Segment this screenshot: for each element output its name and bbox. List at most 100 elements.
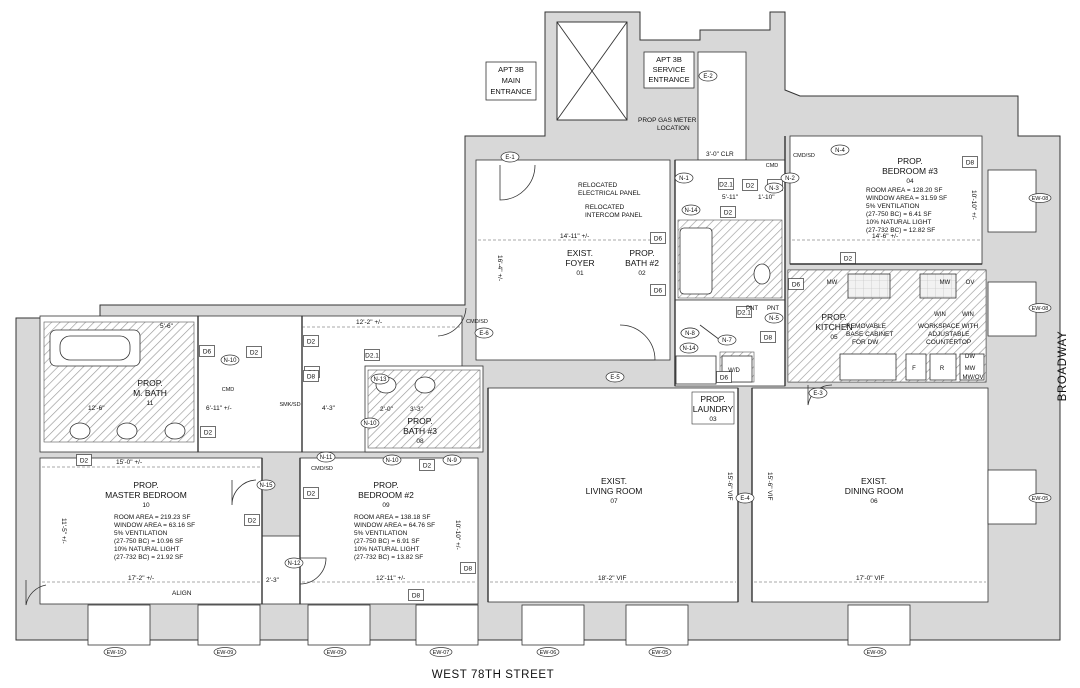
bedroom2-name: BEDROOM #2 <box>358 490 414 500</box>
door-tag-text: D8 <box>764 334 773 341</box>
note-tag-text: N-13 <box>373 377 387 383</box>
kitchen-workspace-note: FOR DW <box>852 339 879 346</box>
detector-label-text: CMD <box>766 163 779 169</box>
fixture-label-text: DW <box>965 354 975 360</box>
detector-label-text: SMK/SD <box>279 402 300 408</box>
bath2-name: BATH #2 <box>625 258 659 268</box>
window-tag: EW-07 <box>429 647 453 657</box>
note-tag: N-3 <box>764 182 784 194</box>
door-tag: D6 <box>788 278 804 290</box>
service-entrance-line: SERVICE <box>653 65 686 74</box>
existing-door-tag: E-2 <box>698 70 718 82</box>
window-tag-text: EW-07 <box>433 650 450 656</box>
existing-door-tag-text: E-4 <box>740 496 750 502</box>
note-tag-frame <box>360 417 380 429</box>
door-tag-text: D2 <box>204 429 213 436</box>
existing-door-tag-text: E-2 <box>703 74 713 80</box>
note-tag-text: N-3 <box>769 186 779 192</box>
note-tag-text: N-2 <box>785 176 795 182</box>
bedroom2-spec: WINDOW AREA = 64.76 SF <box>354 522 435 529</box>
fixture-label-text: OV <box>966 280 975 286</box>
fixture-label-text: R <box>940 366 945 372</box>
note-tag: N-10 <box>382 454 402 466</box>
door-tag-frame <box>419 459 435 471</box>
street-label-east: BROADWAY <box>1057 331 1069 402</box>
intercom-panel-note: RELOCATED <box>585 204 625 211</box>
note-tag-text: N-5 <box>769 316 779 322</box>
fixture-label-text: W/D <box>728 368 740 374</box>
window-tag: EW-09 <box>323 647 347 657</box>
detector-label-text: CMD/SD <box>311 466 333 472</box>
existing-door-tag-frame <box>698 70 718 82</box>
dimension: 3'-3" <box>410 406 424 413</box>
detector-label: CMD/SD <box>311 466 333 472</box>
bedroom2-spec: (27-732 BC) = 13.82 SF <box>354 554 423 561</box>
dining-tag: 06 <box>870 498 878 505</box>
bedroom3-tag: 04 <box>906 178 914 185</box>
door-tag-frame <box>736 306 752 318</box>
existing-door-tag-frame <box>500 151 520 163</box>
window-tag: EW-05 <box>1028 493 1052 503</box>
note-tag: N-4 <box>830 144 850 156</box>
note-tag-frame <box>717 334 737 346</box>
dimension: 15'-6" VIF <box>766 472 773 501</box>
note-tag-frame <box>316 451 336 463</box>
window-tag: EW-10 <box>103 647 127 657</box>
dimension: 5'-11" <box>722 194 739 201</box>
dimension: 2'-3" <box>266 577 280 584</box>
door-tag-text: D6 <box>203 348 212 355</box>
detector-label: CMD/SD <box>466 319 488 325</box>
detector-label: CMD <box>222 387 235 393</box>
window-tag: EW-08 <box>1028 193 1052 203</box>
dining-name: EXIST. <box>861 476 887 486</box>
door-tag: D2 <box>303 335 319 347</box>
living-name: LIVING ROOM <box>586 486 643 496</box>
door-tag: D2 <box>200 426 216 438</box>
existing-door-tag: E-6 <box>474 327 494 339</box>
master-spec: WINDOW AREA = 63.16 SF <box>114 522 195 529</box>
dimension: 15'-6" VIF <box>726 472 733 501</box>
dimension-lines <box>42 239 986 583</box>
door-tag-text: D2 <box>307 338 316 345</box>
master-spec: (27-732 BC) = 21.92 SF <box>114 554 183 561</box>
door-tag: D2 <box>244 514 260 526</box>
dimension: 14'-11" +/- <box>560 233 589 240</box>
kitchen-counter-note: COUNTERTOP <box>926 339 971 346</box>
window-tag-frame <box>1028 303 1052 313</box>
note-tag-frame <box>442 454 462 466</box>
laundry-tag: 03 <box>709 416 717 423</box>
intercom-panel-note: INTERCOM PANEL <box>585 212 643 219</box>
door-tag: D8 <box>303 370 319 382</box>
note-tag-frame <box>370 373 390 385</box>
bath3-tag: 08 <box>416 438 424 445</box>
door-tag-frame <box>76 454 92 466</box>
note-tag-frame <box>382 454 402 466</box>
window-tag-frame <box>323 647 347 657</box>
fixture-label-text: MW <box>940 280 951 286</box>
kitchen-counter-note: WORKSPACE WITH <box>918 323 978 330</box>
fixture-label: OV <box>966 280 975 286</box>
window-tag-text: EW-09 <box>217 650 234 656</box>
note-tag-text: N-14 <box>684 208 698 214</box>
dimension: 12'-11" +/- <box>376 575 405 582</box>
door-tag-frame <box>650 232 666 244</box>
street-label-south: WEST 78TH STREET <box>432 669 555 681</box>
door-tag-frame <box>364 349 380 361</box>
existing-door-tag-text: E-5 <box>610 375 620 381</box>
door-tag: D2 <box>720 206 736 218</box>
living-tag: 07 <box>610 498 618 505</box>
note-tag-frame <box>680 327 700 339</box>
dimension: 5'-6" <box>160 323 174 330</box>
bedroom3-spec: 5% VENTILATION <box>866 203 920 210</box>
dimension: 4'-3" <box>322 405 336 412</box>
living-name: EXIST. <box>601 476 627 486</box>
door-tag: D8 <box>760 331 776 343</box>
note-tag: N-10 <box>220 354 240 366</box>
fixture-label: PNT <box>746 306 758 312</box>
existing-door-tag-frame <box>735 492 755 504</box>
note-tag-frame <box>679 342 699 354</box>
bedroom2-spec: 5% VENTILATION <box>354 530 408 537</box>
dimension: 12'-2" +/- <box>356 319 382 326</box>
door-tag-text: D8 <box>412 592 421 599</box>
door-tag: D8 <box>408 589 424 601</box>
